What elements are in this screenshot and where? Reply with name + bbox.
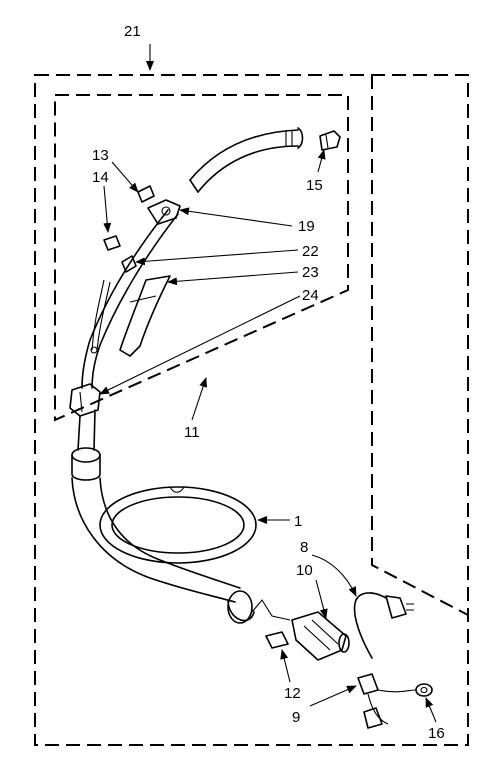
label-16: 16 (428, 725, 445, 742)
label-21: 21 (124, 23, 141, 40)
harness-connector (357, 673, 417, 729)
outer-kit-boundary-step (371, 75, 469, 616)
hose-coupling-top (69, 383, 101, 417)
hose-short-section (77, 409, 96, 451)
label-24: 24 (302, 287, 319, 304)
clip-part-14 (103, 235, 121, 251)
label-11: 11 (184, 424, 200, 441)
label-14: 14 (92, 169, 109, 186)
label-22: 22 (302, 243, 319, 260)
drain-hose-upper-section (81, 209, 179, 389)
label-19: 19 (298, 218, 315, 235)
hose-clamp-bracket (147, 199, 181, 225)
hose-end-collar (227, 590, 255, 624)
upper-hose (189, 127, 304, 193)
grommet (415, 683, 433, 697)
label-13: 13 (92, 147, 109, 164)
clip-part-13 (137, 185, 155, 203)
label-10: 10 (296, 562, 313, 579)
coiled-drain-hose (71, 477, 257, 603)
hose-coupling-bottom (71, 447, 101, 481)
label-15: 15 (306, 177, 323, 194)
label-1: 1 (294, 513, 302, 530)
harness-wire (251, 599, 291, 621)
wire-clip (90, 255, 137, 354)
power-cord (353, 592, 414, 659)
hose-end-fitting (319, 130, 341, 151)
label-12: 12 (284, 685, 301, 702)
inlet-adapter (291, 611, 350, 661)
hose-hanger-bracket (119, 275, 171, 357)
connector-plug (265, 631, 289, 649)
inner-assembly-boundary (54, 94, 349, 422)
leader-lines (99, 44, 437, 723)
callout-labels: 21 13 14 15 19 22 23 24 11 1 8 10 12 9 1… (92, 23, 445, 742)
label-8: 8 (300, 539, 308, 556)
label-9: 9 (292, 709, 300, 726)
outer-kit-boundary (34, 74, 469, 746)
label-23: 23 (302, 264, 319, 281)
